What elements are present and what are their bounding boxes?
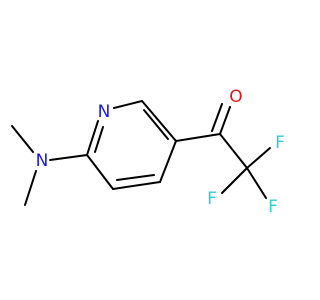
bond-methyl-upper-n bbox=[11, 125, 34, 153]
molecule-structure-diagram: N N O F F F bbox=[11, 87, 285, 217]
bond-ring-c5-c4 bbox=[159, 140, 177, 183]
bond-cf3-f-top bbox=[246, 147, 271, 169]
bond-cf3-f-left bbox=[221, 167, 248, 194]
atom-label-fluorine-left: F bbox=[207, 189, 217, 209]
atom-label-amine-nitrogen: N bbox=[36, 151, 49, 171]
bond-n-ring-c bbox=[49, 154, 88, 161]
bond-ring-n1-c6 bbox=[113, 100, 143, 109]
bond-ring-c3-c2 bbox=[86, 154, 114, 190]
bond-ring-c4-c3 bbox=[112, 181, 161, 190]
bond-carbonyl-cf3 bbox=[219, 133, 248, 169]
bond-ring-c2-n1-inner bbox=[94, 126, 104, 153]
bond-carbonyl-double-inner bbox=[211, 103, 223, 132]
bond-ring-c4-c3-inner bbox=[116, 174, 155, 181]
atom-label-carbonyl-oxygen: O bbox=[229, 87, 242, 107]
atom-label-fluorine-bottom: F bbox=[268, 197, 278, 217]
bond-cf3-f-bottom bbox=[246, 167, 267, 199]
atom-label-ring-nitrogen: N bbox=[98, 102, 111, 122]
bond-ring-c6-c5-inner bbox=[143, 109, 169, 140]
bond-methyl-lower-n bbox=[24, 170, 37, 206]
bond-ring-c6-c5 bbox=[141, 100, 177, 142]
atom-label-fluorine-top: F bbox=[275, 133, 285, 153]
bond-ring-carbonyl-c bbox=[175, 133, 221, 142]
bond-ring-c2-n1 bbox=[86, 120, 99, 156]
bond-carbonyl-double-outer bbox=[219, 106, 231, 135]
